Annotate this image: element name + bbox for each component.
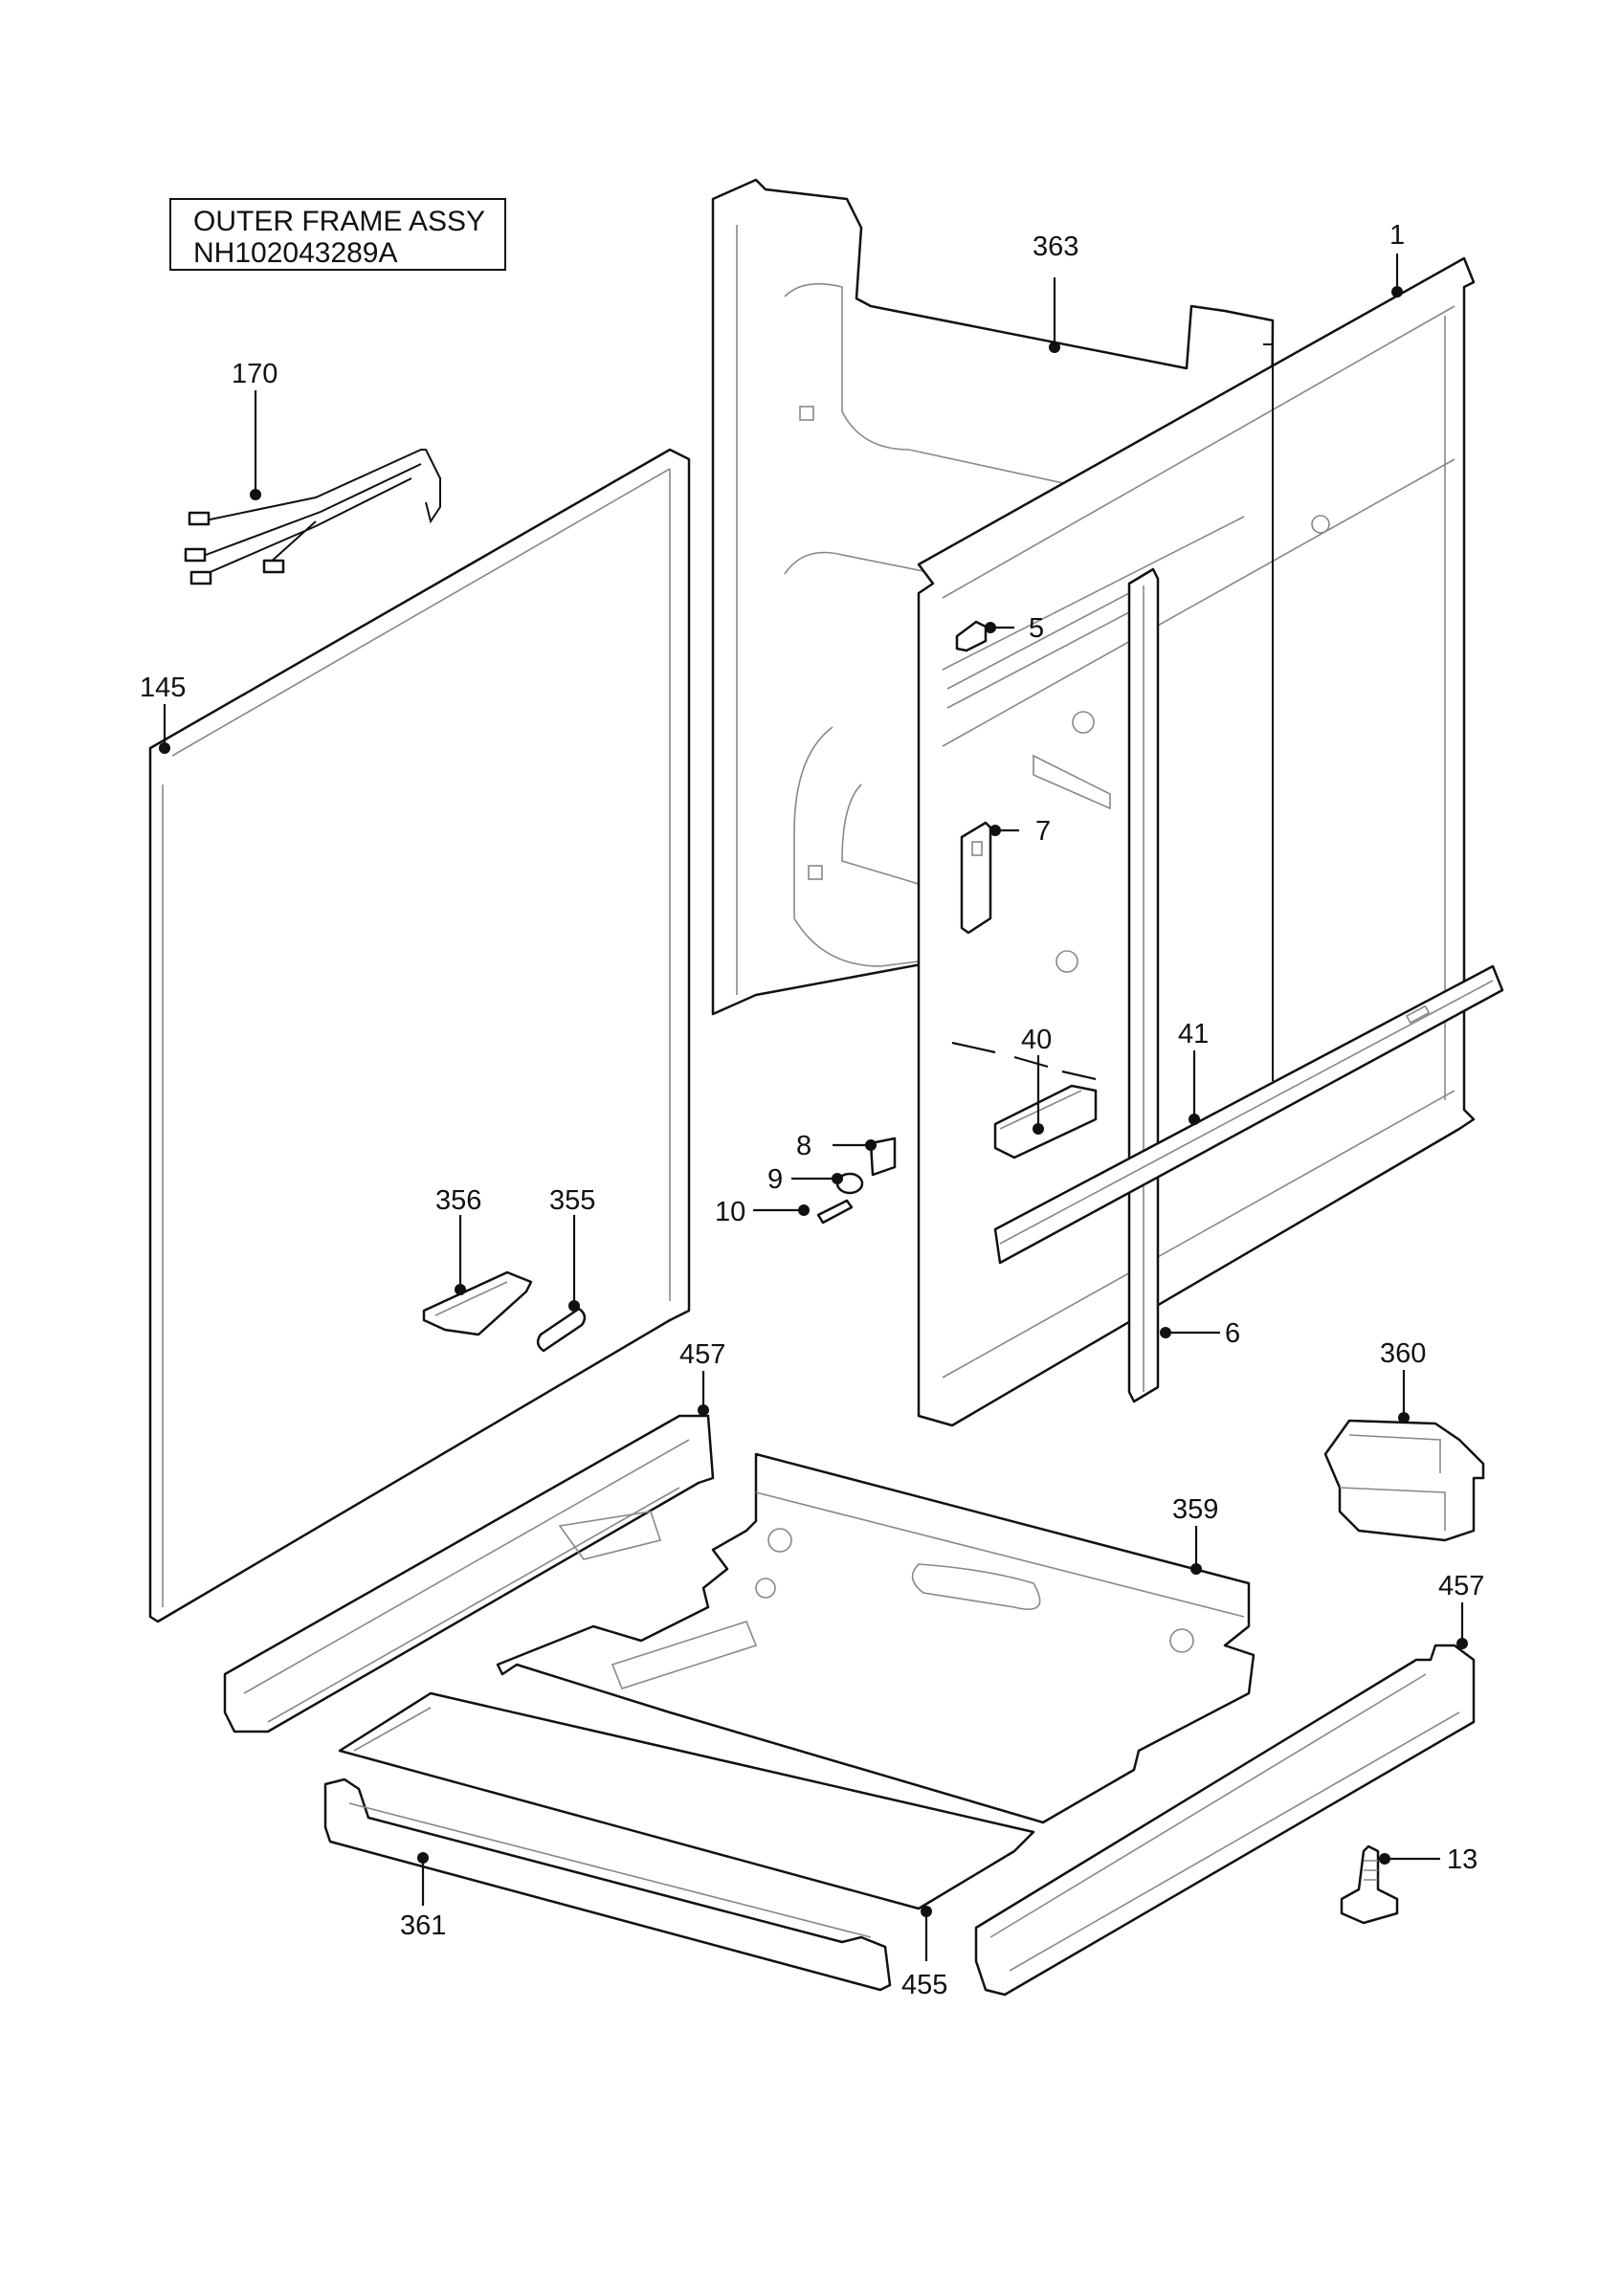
part-clamp-356 xyxy=(422,1270,533,1336)
part-vertical-rail xyxy=(1127,567,1160,1403)
callout-457-right: 457 xyxy=(1438,1571,1484,1601)
part-fitting-8 xyxy=(869,1137,897,1177)
part-leveling-foot xyxy=(1340,1844,1399,1925)
part-wire-harness xyxy=(184,449,441,585)
part-hinge-7 xyxy=(960,821,992,935)
assembly-title: OUTER FRAME ASSY xyxy=(193,206,486,237)
callout-5: 5 xyxy=(1029,613,1044,644)
part-base-rail-right xyxy=(974,1644,1476,1997)
part-fitting-10 xyxy=(816,1199,854,1225)
part-pin-355 xyxy=(536,1307,587,1353)
callout-360: 360 xyxy=(1380,1338,1426,1369)
callout-457-left: 457 xyxy=(679,1339,725,1370)
part-floor-plate xyxy=(338,1691,1035,1910)
callout-356: 356 xyxy=(435,1185,481,1216)
callout-8: 8 xyxy=(796,1131,811,1161)
callout-361: 361 xyxy=(400,1910,446,1941)
part-cross-bar xyxy=(993,964,1504,1265)
callout-40: 40 xyxy=(1021,1025,1052,1055)
part-side-panel xyxy=(148,448,691,1623)
callout-9: 9 xyxy=(767,1164,783,1195)
callout-455: 455 xyxy=(901,1970,947,2000)
part-base-rail-left xyxy=(223,1414,715,1733)
part-base-tray xyxy=(496,1452,1255,1824)
callout-355: 355 xyxy=(549,1185,595,1216)
callout-363: 363 xyxy=(1033,232,1078,262)
title-box: OUTER FRAME ASSY NH102043289A xyxy=(169,198,506,271)
leader-lines xyxy=(159,254,1468,1961)
callout-labels: 363 1 170 145 5 7 40 41 8 9 10 356 355 6… xyxy=(140,220,1484,2000)
callout-7: 7 xyxy=(1035,816,1051,847)
callout-6: 6 xyxy=(1225,1318,1240,1349)
callout-359: 359 xyxy=(1172,1494,1218,1525)
callout-41: 41 xyxy=(1178,1019,1209,1049)
callout-13: 13 xyxy=(1447,1844,1478,1875)
callout-10: 10 xyxy=(715,1197,745,1227)
part-front-rail xyxy=(323,1777,892,1992)
callout-170: 170 xyxy=(232,359,278,389)
callout-145: 145 xyxy=(140,673,186,703)
part-bracket-40 xyxy=(993,1084,1098,1159)
part-box-360 xyxy=(1323,1419,1485,1542)
callout-1: 1 xyxy=(1389,220,1405,251)
assembly-part-number: NH102043289A xyxy=(193,237,398,269)
part-clip-5 xyxy=(955,620,988,652)
